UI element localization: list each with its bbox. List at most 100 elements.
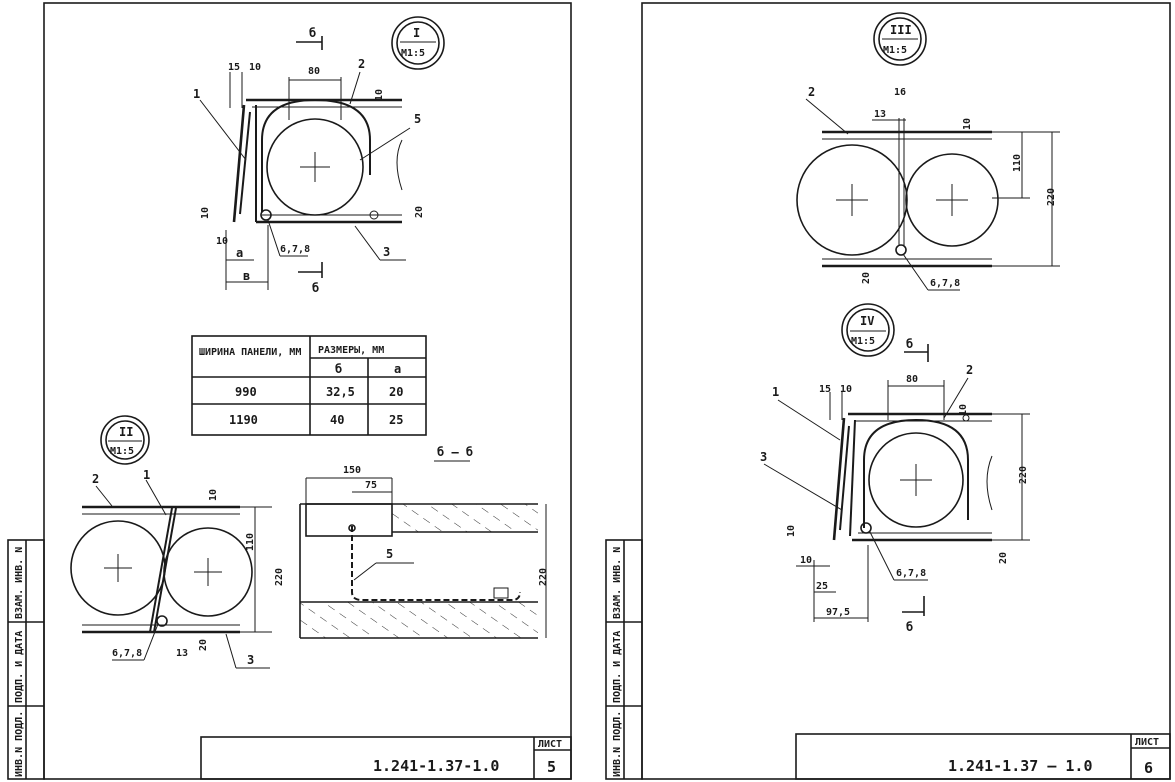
table-header-width: ШИРИНА ПАНЕЛИ, ММ <box>199 347 301 358</box>
right-sheet-number: 6 <box>1144 759 1153 777</box>
table-row2-a: 25 <box>389 413 403 427</box>
node-II-roman: II <box>119 425 133 439</box>
node-I-badge-outer <box>391 16 445 70</box>
section-bb-dim-150: 150 <box>343 465 361 476</box>
node-IV-callout-3: 3 <box>760 450 767 464</box>
left-stamp-inv: ИНВ.N ПОДЛ. <box>14 711 25 777</box>
dims-table: ШИРИНА ПАНЕЛИ, ММ РАЗМЕРЫ, ММ б а 990 32… <box>191 335 427 436</box>
right-stamp-sign: ПОДП. И ДАТА <box>612 631 623 703</box>
section-bb-dim-75: 75 <box>365 480 377 491</box>
node-I-roman: I <box>413 26 420 40</box>
node-II-callout-3: 3 <box>247 653 254 667</box>
node-I-callout-2: 2 <box>358 57 365 71</box>
node-IV-dim-80: 80 <box>906 374 918 385</box>
node-I-callout-3: 3 <box>383 245 390 259</box>
table-row1-width: 990 <box>235 385 257 399</box>
node-IV-dim-10b: 10 <box>958 404 969 416</box>
node-I: I M1:5 б 80 <box>193 16 445 295</box>
node-III-dim-13: 13 <box>874 109 886 120</box>
node-III: III M1:5 110 220 10 16 13 <box>796 12 1060 291</box>
node-IV-section-mark-top: б <box>906 337 913 351</box>
section-bb: б – б 150 75 220 5 <box>299 445 549 639</box>
right-title-block: 1.241-1.37 – 1.0 ЛИСТ 6 <box>795 733 1171 780</box>
right-sheet-border <box>641 2 1171 780</box>
node-II-dim-110: 110 <box>245 533 256 551</box>
node-I-section-mark-bottom: б <box>312 281 319 295</box>
node-III-roman: III <box>890 23 912 37</box>
node-I-dim-10c: 10 <box>200 207 211 219</box>
node-I-dim-80: 80 <box>308 66 320 77</box>
node-III-callout-678: 6,7,8 <box>930 278 960 289</box>
node-I-dim-10a: 10 <box>249 62 261 73</box>
left-sheet-label: ЛИСТ <box>538 739 562 750</box>
node-IV-dim-25: 25 <box>816 581 828 592</box>
node-I-badge-inner <box>396 21 440 65</box>
node-IV-dim-20: 20 <box>998 552 1009 564</box>
node-I-dim-b: в <box>243 269 250 283</box>
table-header-dims: РАЗМЕРЫ, ММ <box>318 345 384 356</box>
left-doc-code: 1.241-1.37-1.0 <box>373 757 499 775</box>
node-I-dim-10b: 10 <box>374 89 385 101</box>
table-row2-width: 1190 <box>229 413 258 427</box>
table-row2-b: 40 <box>330 413 344 427</box>
left-sheet: ИНВ.N ПОДЛ. ПОДП. И ДАТА ВЗАМ. ИНВ. N 1.… <box>7 2 572 780</box>
node-IV-roman: IV <box>860 314 874 328</box>
table-row1-a: 20 <box>389 385 403 399</box>
node-I-dim-20: 20 <box>414 206 425 218</box>
node-IV-dim-975: 97,5 <box>826 607 850 618</box>
node-I-dim-10d: 10 <box>216 236 228 247</box>
node-I-callout-5: 5 <box>414 112 421 126</box>
node-II-dim-20: 20 <box>198 639 209 651</box>
left-side-stamp: ИНВ.N ПОДЛ. ПОДП. И ДАТА ВЗАМ. ИНВ. N <box>7 539 45 780</box>
right-stamp-replace: ВЗАМ. ИНВ. N <box>612 547 623 619</box>
node-IV-callout-2: 2 <box>966 363 973 377</box>
node-I-callout-678: 6,7,8 <box>280 244 310 255</box>
table-sub-b: б <box>335 362 342 376</box>
left-stamp-sign: ПОДП. И ДАТА <box>14 631 25 703</box>
right-sheet: ИНВ.N ПОДЛ. ПОДП. И ДАТА ВЗАМ. ИНВ. N 1.… <box>605 2 1171 780</box>
node-III-callout-2: 2 <box>808 85 815 99</box>
right-doc-code: 1.241-1.37 – 1.0 <box>948 757 1093 775</box>
section-bb-title: б – б <box>437 445 473 459</box>
right-stamp-inv: ИНВ.N ПОДЛ. <box>612 711 623 777</box>
table-row1-b: 32,5 <box>326 385 355 399</box>
node-III-dim-16: 16 <box>894 87 906 98</box>
node-III-dim-10: 10 <box>962 118 973 130</box>
left-sheet-number: 5 <box>547 758 556 776</box>
node-III-dim-220: 220 <box>1046 188 1057 206</box>
node-IV-dim-220: 220 <box>1018 466 1029 484</box>
node-II-scale: M1:5 <box>110 446 134 457</box>
node-I-scale: M1:5 <box>401 48 425 59</box>
section-bb-hairpin <box>351 526 521 601</box>
node-IV-section-mark-bottom: б <box>906 620 913 634</box>
node-I-section-mark-top: б <box>309 26 316 40</box>
node-II: II M1:5 220 110 10 13 20 2 <box>70 415 285 669</box>
node-I-dim-a: а <box>236 246 243 260</box>
node-II-callout-678: 6,7,8 <box>112 648 142 659</box>
section-bb-callout-5: 5 <box>386 547 393 561</box>
node-III-scale: M1:5 <box>883 45 907 56</box>
node-I-dim-15: 15 <box>228 62 240 73</box>
node-I-callout-1: 1 <box>193 87 200 101</box>
node-I-void <box>266 118 364 216</box>
left-stamp-replace: ВЗАМ. ИНВ. N <box>14 547 25 619</box>
node-IV-dim-10a: 10 <box>840 384 852 395</box>
node-II-dim-13: 13 <box>176 648 188 659</box>
node-IV-callout-678: 6,7,8 <box>896 568 926 579</box>
right-side-stamp: ИНВ.N ПОДЛ. ПОДП. И ДАТА ВЗАМ. ИНВ. N <box>605 539 643 780</box>
node-IV: IV M1:5 б 80 15 10 <box>760 303 1030 634</box>
node-I-bar-678 <box>260 209 272 221</box>
node-III-dim-110: 110 <box>1012 154 1023 172</box>
section-bb-dim-220: 220 <box>538 568 549 586</box>
node-IV-dim-15: 15 <box>819 384 831 395</box>
node-II-callout-2: 2 <box>92 472 99 486</box>
right-sheet-label: ЛИСТ <box>1135 737 1159 748</box>
node-II-callout-1: 1 <box>143 468 150 482</box>
table-sub-a: а <box>394 362 401 376</box>
node-IV-dim-10c: 10 <box>786 525 797 537</box>
node-I-hairpin-5 <box>261 98 371 212</box>
node-II-dim-10: 10 <box>208 489 219 501</box>
left-title-block: 1.241-1.37-1.0 ЛИСТ 5 <box>200 736 572 780</box>
node-III-dim-20: 20 <box>861 272 872 284</box>
